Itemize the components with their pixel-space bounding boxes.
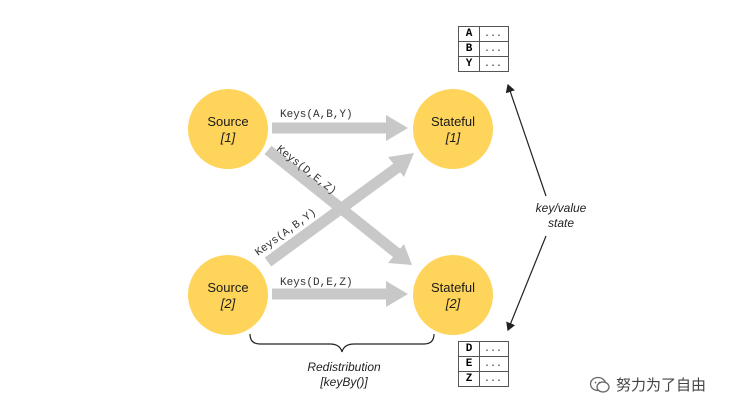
table-row: Y... bbox=[458, 56, 509, 72]
state-key: A bbox=[458, 26, 480, 42]
kv-label-line2: state bbox=[548, 216, 574, 230]
wechat-icon bbox=[590, 376, 610, 393]
table-row: B... bbox=[458, 41, 509, 57]
node-name: Stateful bbox=[430, 279, 476, 295]
table-row: Z... bbox=[458, 371, 509, 387]
state-value: ... bbox=[479, 341, 509, 357]
source-node-2: Source [2] bbox=[188, 255, 268, 335]
redistribution-label-line2: [keyBy()] bbox=[319, 375, 368, 389]
node-index: [2] bbox=[220, 295, 236, 311]
state-value: ... bbox=[479, 356, 509, 372]
redistribution-label-line1: Redistribution bbox=[307, 360, 381, 374]
watermark-text: 努力为了自由 bbox=[616, 376, 707, 394]
node-index: [1] bbox=[220, 129, 236, 145]
stateful-node-2: Stateful [2] bbox=[413, 255, 493, 335]
node-name: Source bbox=[207, 113, 249, 129]
kv-arrow-up bbox=[505, 83, 547, 197]
edge-s2-to-st1 bbox=[264, 153, 414, 267]
node-name: Stateful bbox=[430, 113, 476, 129]
state-key: E bbox=[458, 356, 480, 372]
edge-label-s1-st2: Keys(D,E,Z) bbox=[274, 144, 339, 198]
state-key: Z bbox=[458, 371, 480, 387]
state-value: ... bbox=[479, 371, 509, 387]
node-index: [1] bbox=[445, 129, 461, 145]
watermark: 努力为了自由 bbox=[590, 374, 706, 395]
edge-label-s2-st2: Keys(D,E,Z) bbox=[280, 277, 353, 289]
table-row: D... bbox=[458, 341, 509, 357]
table-row: E... bbox=[458, 356, 509, 372]
state-value: ... bbox=[479, 41, 509, 57]
stateful-node-1: Stateful [1] bbox=[413, 89, 493, 169]
state-table-top: A... B... Y... bbox=[458, 26, 509, 72]
redistribution-brace bbox=[249, 333, 435, 353]
table-row: A... bbox=[458, 26, 509, 42]
edge-s1-to-st2 bbox=[264, 145, 412, 265]
state-key: B bbox=[458, 41, 480, 57]
source-node-1: Source [1] bbox=[188, 89, 268, 169]
node-name: Source bbox=[207, 279, 249, 295]
state-value: ... bbox=[479, 56, 509, 72]
state-value: ... bbox=[479, 26, 509, 42]
edge-s1-to-st1 bbox=[272, 115, 408, 141]
state-key: Y bbox=[458, 56, 480, 72]
node-index: [2] bbox=[445, 295, 461, 311]
state-table-bottom: D... E... Z... bbox=[458, 341, 509, 387]
edge-s2-to-st2 bbox=[272, 281, 408, 307]
edge-label-s1-st1: Keys(A,B,Y) bbox=[280, 109, 353, 121]
state-key: D bbox=[458, 341, 480, 357]
kv-arrow-down bbox=[506, 235, 547, 332]
kv-label-line1: key/value bbox=[536, 201, 587, 215]
